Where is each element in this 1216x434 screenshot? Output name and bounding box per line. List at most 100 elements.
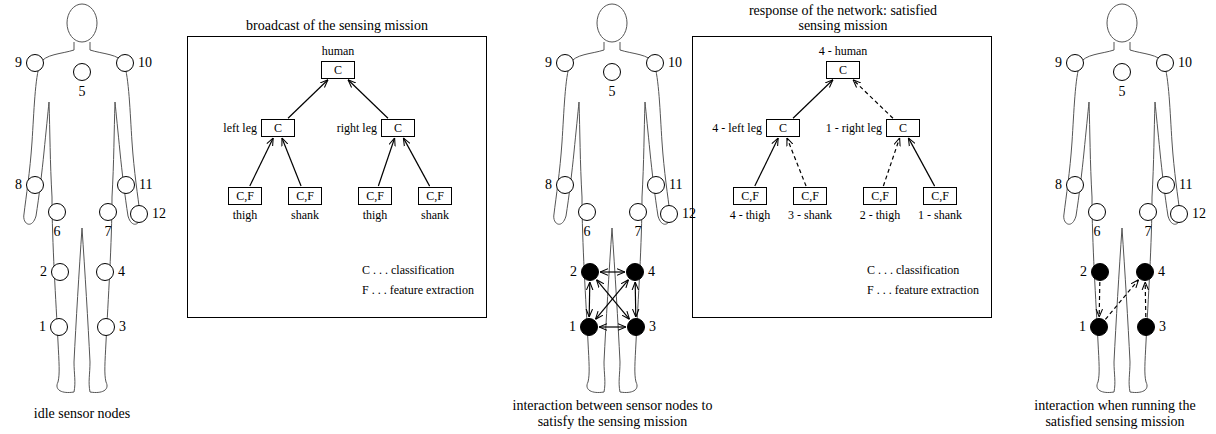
task-code: C,F bbox=[236, 188, 254, 204]
callout-number: 11 bbox=[139, 177, 152, 193]
task-box: C,F3 - shank bbox=[793, 187, 827, 205]
connector-arrow bbox=[853, 80, 893, 119]
callout-number: 7 bbox=[105, 224, 112, 240]
sensor-node: 2 bbox=[581, 263, 599, 281]
sensor-node: 6 bbox=[1088, 203, 1106, 221]
human-outline bbox=[554, 4, 671, 393]
callout-number: 11 bbox=[669, 177, 682, 193]
callout-number: 9 bbox=[1055, 55, 1062, 71]
connector-arrow bbox=[600, 271, 625, 272]
sensor-node: 3 bbox=[627, 318, 645, 336]
callout-number: 10 bbox=[138, 55, 152, 71]
connector-arrow bbox=[755, 138, 778, 186]
sensor-node: 7 bbox=[99, 203, 117, 221]
task-box: Chuman bbox=[321, 61, 355, 79]
sensor-node: 9 bbox=[1066, 54, 1084, 72]
sensor-node: 6 bbox=[48, 203, 66, 221]
sensor-node: 11 bbox=[117, 176, 135, 194]
task-code: C bbox=[394, 120, 402, 136]
callout-number: 5 bbox=[1119, 84, 1126, 100]
body-part-label: thigh bbox=[233, 208, 258, 222]
sensor-node: 3 bbox=[97, 318, 115, 336]
task-box: C,Fthigh bbox=[358, 187, 392, 205]
sensor-node: 10 bbox=[116, 54, 134, 72]
sensor-node: 11 bbox=[647, 176, 665, 194]
connector-arrow bbox=[282, 138, 301, 186]
task-box: C,Fshank bbox=[418, 187, 452, 205]
body-part-label: 4 - human bbox=[819, 44, 868, 58]
task-code: C,F bbox=[801, 188, 819, 204]
task-code: C,F bbox=[741, 188, 759, 204]
sensor-node: 9 bbox=[26, 54, 44, 72]
task-code: C,F bbox=[871, 188, 889, 204]
task-box: C,Fthigh bbox=[228, 187, 262, 205]
body-part-label: shank bbox=[291, 208, 319, 222]
callout-number: 10 bbox=[1178, 55, 1192, 71]
task-code: C,F bbox=[426, 188, 444, 204]
body-part-label: 4 - thigh bbox=[730, 208, 771, 222]
task-box: C,F4 - thigh bbox=[733, 187, 767, 205]
callout-number: 8 bbox=[545, 177, 552, 193]
sensor-node: 7 bbox=[629, 203, 647, 221]
body-part-label: 1 - shank bbox=[918, 208, 962, 222]
sensor-node: 12 bbox=[130, 205, 148, 223]
connector-arrow bbox=[378, 138, 394, 186]
callout-number: 1 bbox=[39, 319, 46, 335]
callout-number: 3 bbox=[649, 319, 656, 335]
body-part-label: 2 - thigh bbox=[860, 208, 901, 222]
task-code: C bbox=[899, 120, 907, 136]
sensor-node: 10 bbox=[1156, 54, 1174, 72]
task-box: C1 - right leg bbox=[886, 119, 920, 137]
task-code: C,F bbox=[931, 188, 949, 204]
figure-caption: interaction between sensor nodes to sati… bbox=[505, 398, 720, 430]
body-part-label: 3 - shank bbox=[788, 208, 832, 222]
body-part-label: thigh bbox=[363, 208, 388, 222]
figure-caption: idle sensor nodes bbox=[22, 406, 142, 422]
callout-number: 4 bbox=[1158, 264, 1165, 280]
callout-number: 4 bbox=[118, 264, 125, 280]
legend-text: F . . . feature extraction bbox=[362, 283, 474, 298]
connector-arrow bbox=[348, 80, 388, 119]
sensor-node: 1 bbox=[580, 318, 598, 336]
connector-arrow bbox=[635, 282, 637, 317]
task-code: C bbox=[779, 120, 787, 136]
sensor-node: 2 bbox=[51, 263, 69, 281]
callout-number: 8 bbox=[15, 177, 22, 193]
callout-number: 9 bbox=[545, 55, 552, 71]
task-box: C4 - left leg bbox=[766, 119, 800, 137]
callout-number: 2 bbox=[1080, 264, 1087, 280]
task-code: C bbox=[334, 62, 342, 78]
task-code: C bbox=[839, 62, 847, 78]
human-outline bbox=[1064, 4, 1181, 393]
sensor-node: 7 bbox=[1139, 203, 1157, 221]
callout-number: 12 bbox=[1192, 206, 1206, 222]
legend-text: C . . . classification bbox=[867, 263, 959, 278]
task-code: C bbox=[274, 120, 282, 136]
panel-title: broadcast of the sensing mission bbox=[188, 18, 486, 33]
callout-number: 7 bbox=[1145, 224, 1152, 240]
connector-arrow bbox=[250, 138, 273, 186]
sensor-node: 5 bbox=[73, 63, 91, 81]
task-box: C,F1 - shank bbox=[923, 187, 957, 205]
callout-number: 4 bbox=[648, 264, 655, 280]
task-box: Cright leg bbox=[381, 119, 415, 137]
callout-number: 7 bbox=[635, 224, 642, 240]
callout-number: 2 bbox=[570, 264, 577, 280]
sensor-node: 6 bbox=[578, 203, 596, 221]
callout-number: 3 bbox=[1159, 319, 1166, 335]
connector-arrow bbox=[793, 80, 833, 119]
legend-text: F . . . feature extraction bbox=[867, 283, 979, 298]
connector-arrow bbox=[1145, 282, 1147, 317]
sensor-node: 8 bbox=[1066, 176, 1084, 194]
callout-number: 11 bbox=[1179, 177, 1192, 193]
human-outline bbox=[24, 4, 141, 393]
sensor-node: 9 bbox=[556, 54, 574, 72]
connector-arrow bbox=[589, 282, 591, 317]
sensor-node: 12 bbox=[660, 205, 678, 223]
task-code: C,F bbox=[366, 188, 384, 204]
sensor-node: 4 bbox=[96, 263, 114, 281]
body-part-label: 1 - right leg bbox=[826, 121, 882, 135]
connector-arrow bbox=[595, 280, 628, 320]
callout-number: 6 bbox=[54, 224, 61, 240]
connector-arrow bbox=[599, 326, 626, 327]
